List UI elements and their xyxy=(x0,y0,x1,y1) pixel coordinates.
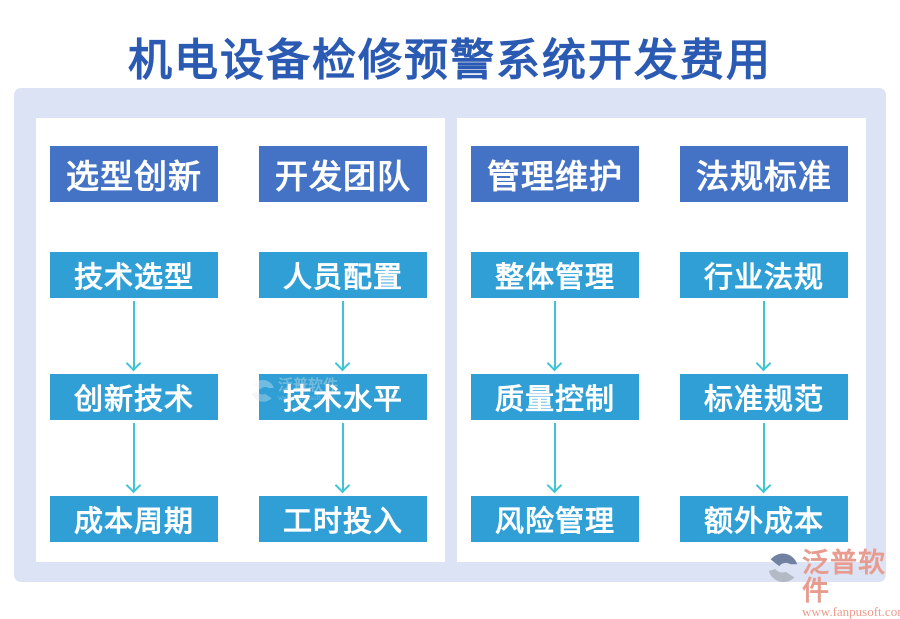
flow-item: 标准规范 xyxy=(680,374,848,420)
down-arrow-icon xyxy=(763,298,765,374)
down-arrow-icon xyxy=(133,298,135,374)
flow-item: 技术水平 xyxy=(259,374,427,420)
flow-column-3: 管理维护 整体管理 质量控制 风险管理 xyxy=(471,146,639,562)
down-arrow-icon xyxy=(554,298,556,374)
category-header: 开发团队 xyxy=(259,146,427,202)
flow-item: 技术选型 xyxy=(50,252,218,298)
down-arrow-icon xyxy=(342,420,344,496)
category-header: 法规标准 xyxy=(680,146,848,202)
flow-column-1: 选型创新 技术选型 创新技术 成本周期 xyxy=(50,146,218,562)
flow-item: 创新技术 xyxy=(50,374,218,420)
down-arrow-icon xyxy=(554,420,556,496)
flow-item: 行业法规 xyxy=(680,252,848,298)
flow-item: 成本周期 xyxy=(50,496,218,542)
diagram-board: 选型创新 技术选型 创新技术 成本周期 开发团队 人员配置 技术水平 工时投入 … xyxy=(14,88,886,582)
panel-right: 管理维护 整体管理 质量控制 风险管理 法规标准 行业法规 标准规范 额外成本 xyxy=(457,118,866,562)
flow-item: 人员配置 xyxy=(259,252,427,298)
category-header: 管理维护 xyxy=(471,146,639,202)
category-header: 选型创新 xyxy=(50,146,218,202)
down-arrow-icon xyxy=(763,420,765,496)
fanpu-logo: 泛普软件 www.fanpusoft.com xyxy=(766,549,900,618)
down-arrow-icon xyxy=(342,298,344,374)
flow-column-4: 法规标准 行业法规 标准规范 额外成本 xyxy=(680,146,848,562)
flow-item: 风险管理 xyxy=(471,496,639,542)
page-title: 机电设备检修预警系统开发费用 xyxy=(128,36,772,85)
flow-item: 额外成本 xyxy=(680,496,848,542)
flow-column-2: 开发团队 人员配置 技术水平 工时投入 xyxy=(259,146,427,562)
fanpu-logo-icon xyxy=(766,551,800,590)
flow-item: 整体管理 xyxy=(471,252,639,298)
down-arrow-icon xyxy=(133,420,135,496)
flow-item: 质量控制 xyxy=(471,374,639,420)
logo-brand-text: 泛普软件 xyxy=(802,548,886,606)
panel-left: 选型创新 技术选型 创新技术 成本周期 开发团队 人员配置 技术水平 工时投入 xyxy=(36,118,445,562)
flow-item: 工时投入 xyxy=(259,496,427,542)
logo-url-text: www.fanpusoft.com xyxy=(802,604,900,619)
